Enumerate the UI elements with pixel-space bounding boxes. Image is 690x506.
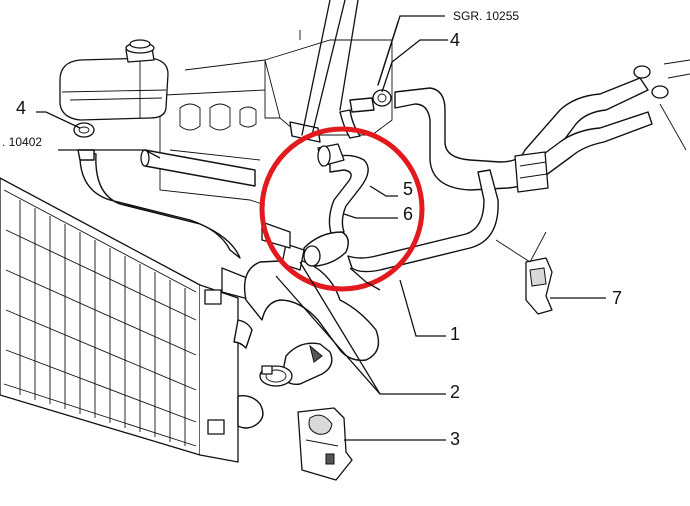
callout-5: 5 [403, 179, 413, 199]
hose-1 [347, 77, 653, 273]
engine-block [159, 30, 393, 206]
expansion-tank [59, 39, 169, 121]
highlight-ring [259, 126, 425, 292]
radiator [0, 177, 264, 463]
upper-rods [301, 0, 399, 136]
labels: SGR. 10255 . 10402 4 4 5 6 7 1 2 3 [2, 9, 622, 449]
callout-6: 6 [403, 204, 413, 224]
bracket-3 [297, 407, 353, 481]
callout-4-left: 4 [16, 98, 26, 118]
metal-pipe-upper [140, 149, 256, 187]
hose-clamps [73, 65, 669, 387]
highlighted-hoses [261, 97, 375, 271]
callout-1: 1 [450, 324, 460, 344]
leader-lines [36, 15, 606, 441]
callout-7: 7 [612, 288, 622, 308]
right-partial-bracket [659, 59, 690, 151]
callout-3: 3 [450, 429, 460, 449]
callout-2: 2 [450, 382, 460, 402]
radiator-fins [5, 200, 197, 446]
callout-4-top: 4 [450, 30, 460, 50]
bracket-7 [495, 231, 553, 315]
ref-label-left: . 10402 [2, 135, 42, 149]
ref-label-sgr-top: SGR. 10255 [453, 9, 519, 23]
